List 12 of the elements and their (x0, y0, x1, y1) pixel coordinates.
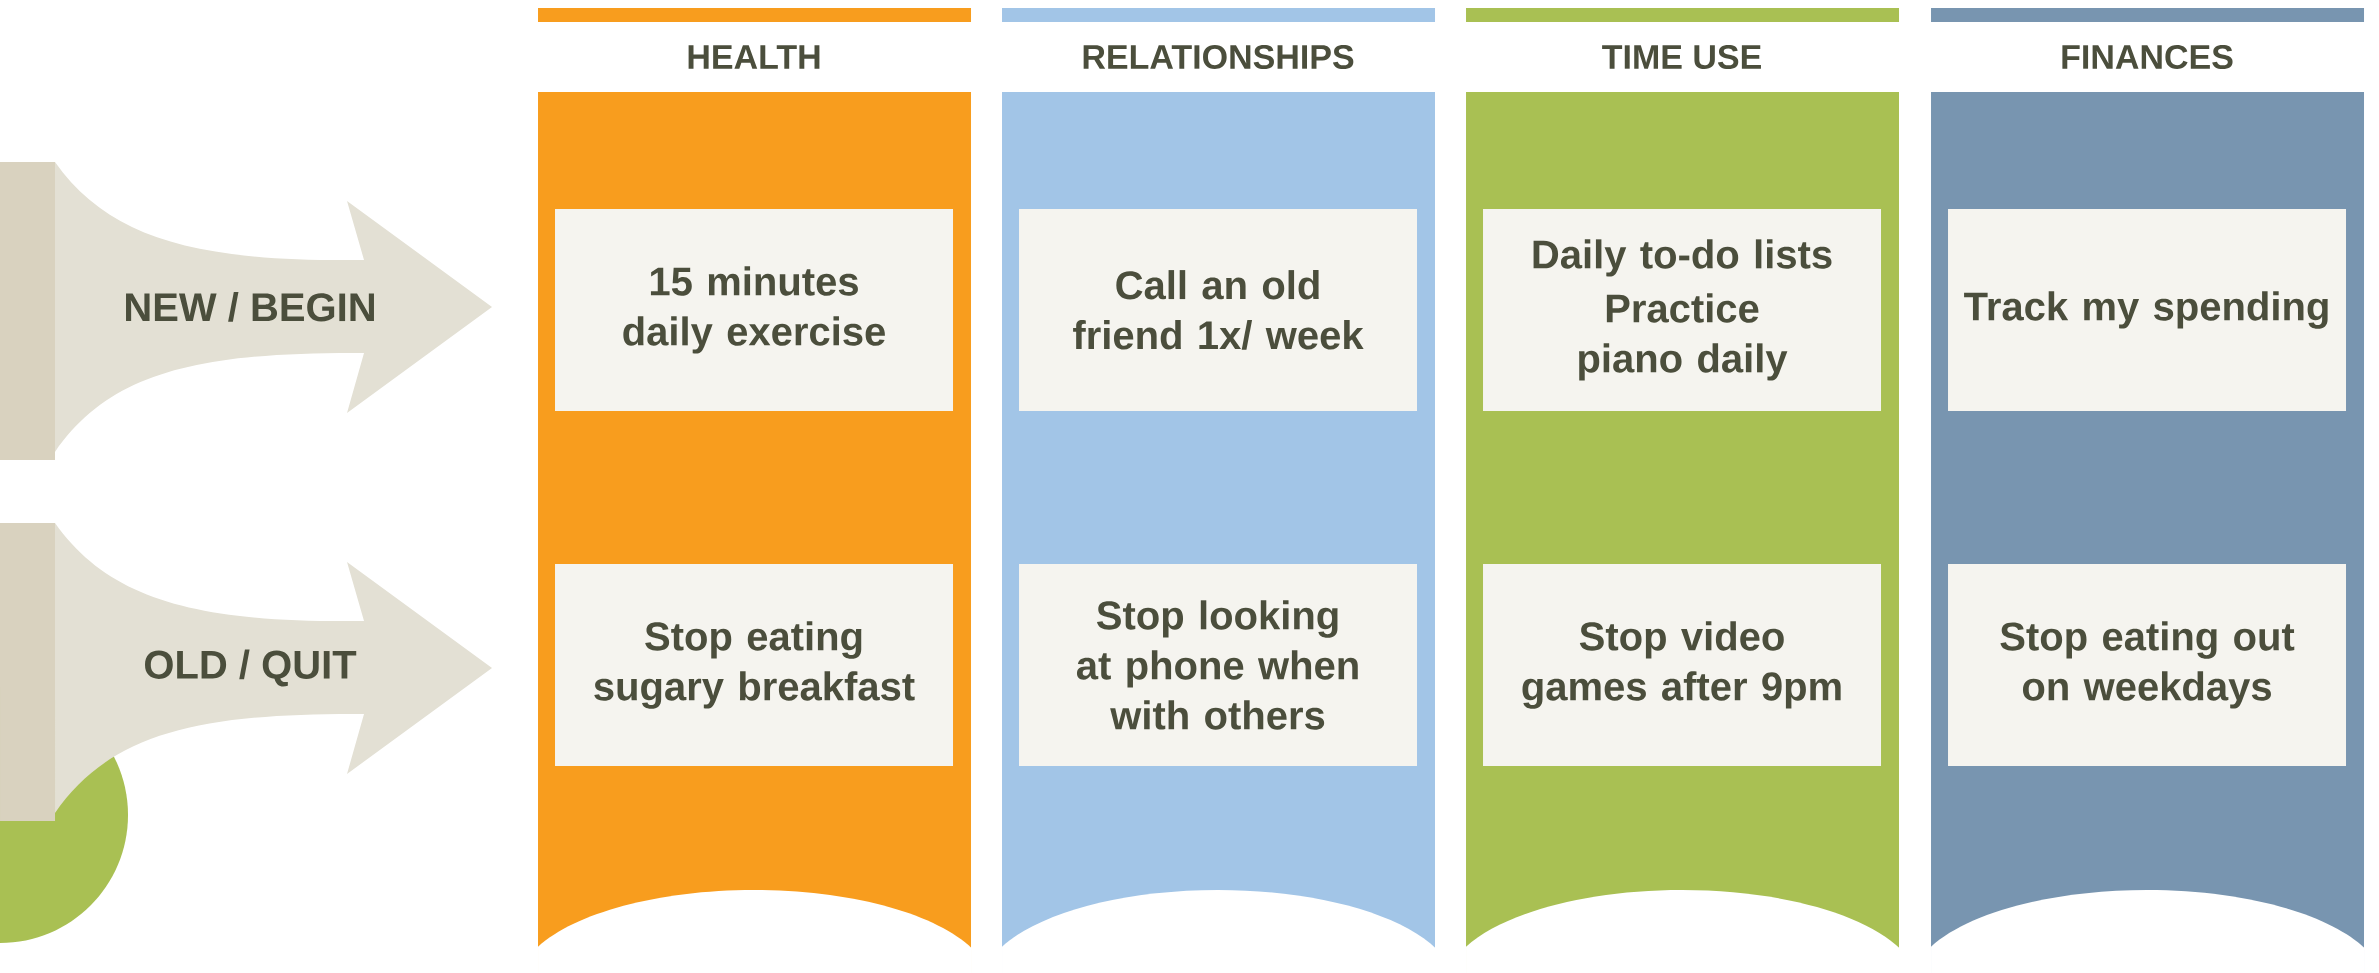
text-card: Stop looking at phone when with others (1019, 564, 1417, 766)
node-label: TIME USE (1602, 44, 1761, 70)
text-card: 15 minutes daily exercise (555, 209, 953, 411)
text-card: Stop eating sugary breakfast (555, 564, 953, 766)
text-card: Stop eating out on weekdays (1948, 564, 2346, 766)
text-card: Daily to-do lists Practice piano daily (1483, 209, 1881, 411)
text-card: Stop video games after 9pm (1483, 564, 1881, 766)
text-card: Track my spending (1948, 209, 2346, 411)
node-label: RELATIONSHIPS (1083, 44, 1354, 70)
node-label: FINANCES (2062, 44, 2233, 70)
text-card: Call an old friend 1x/ week (1019, 209, 1417, 411)
node-label: HEALTH (688, 45, 820, 69)
